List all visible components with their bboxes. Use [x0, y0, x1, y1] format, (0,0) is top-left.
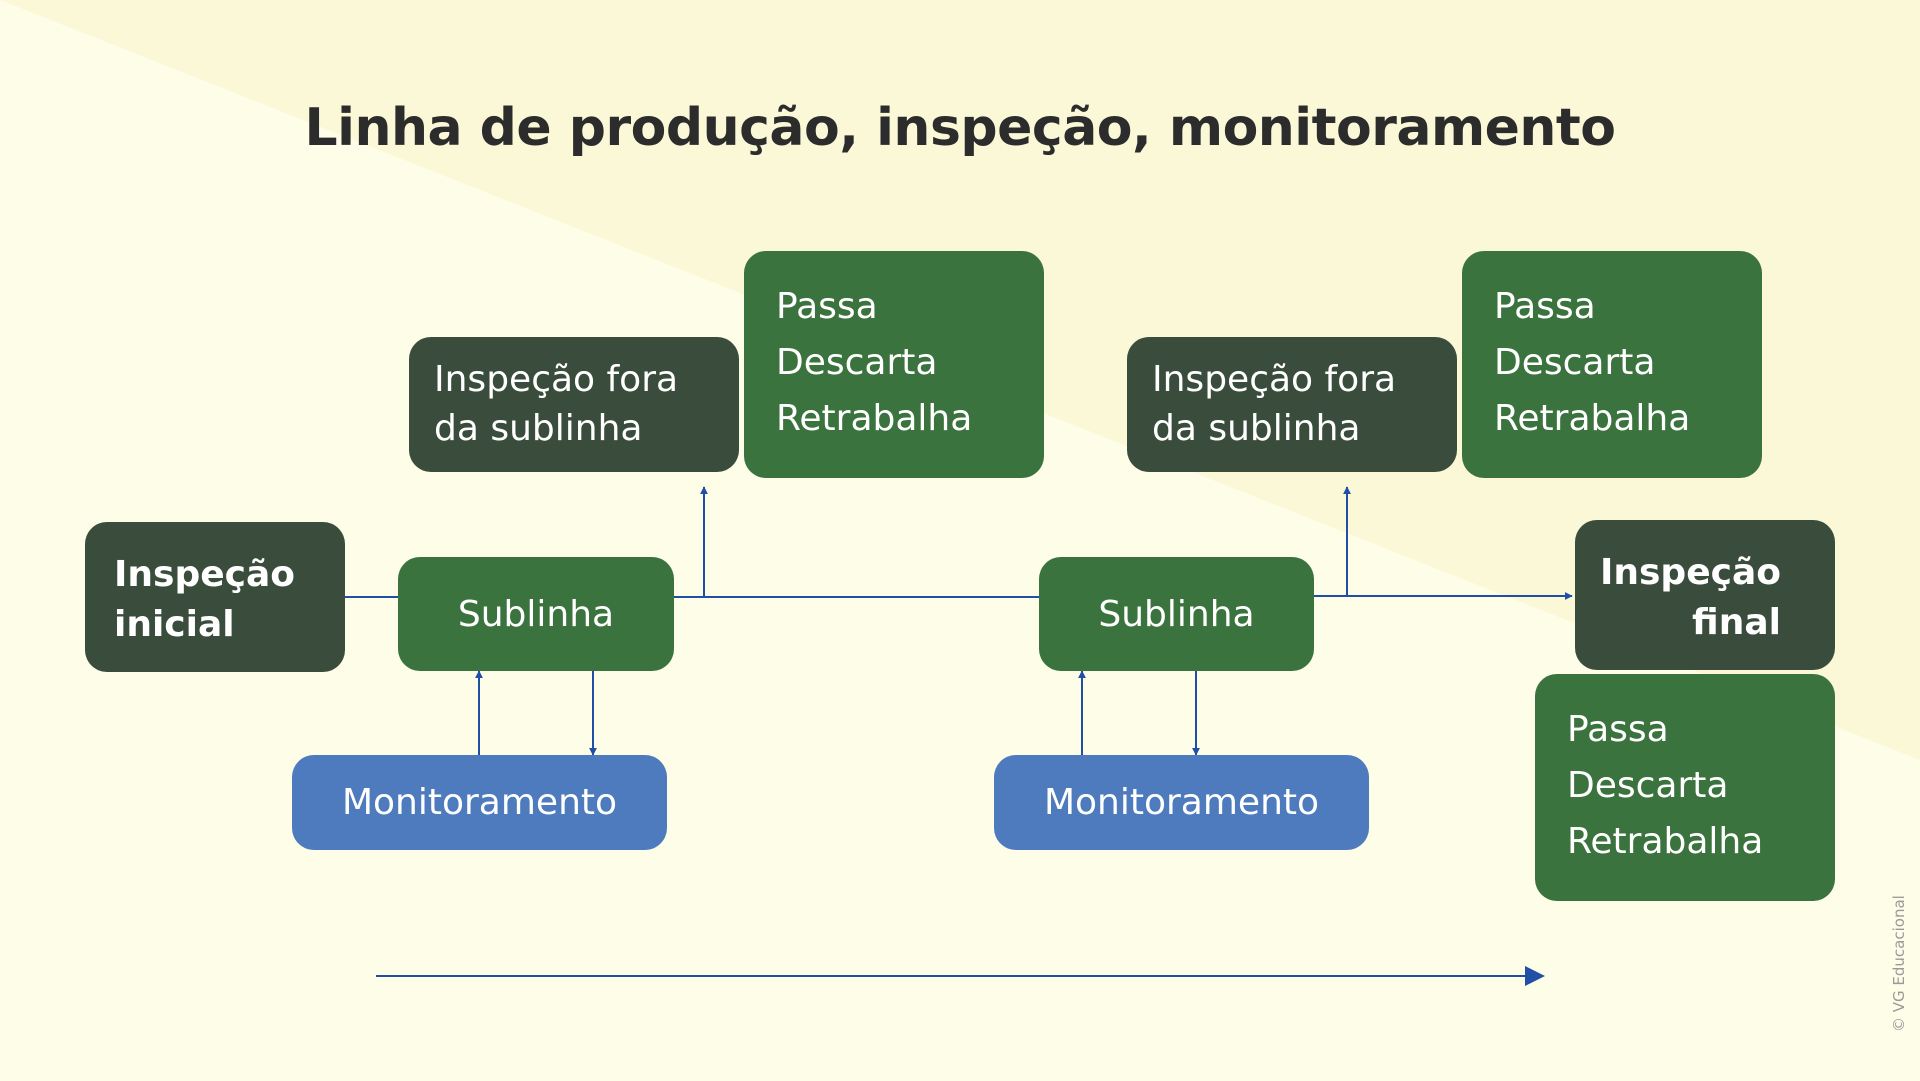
- outcome-descarta: Descarta: [1494, 342, 1656, 383]
- outcome-passa: Passa: [776, 286, 878, 327]
- inspecao-fora-2-box: Inspeção fora da sublinha: [1127, 337, 1457, 472]
- sublinha-1-label: Sublinha: [457, 593, 615, 635]
- outcomes-2-box: Passa Descarta Retrabalha: [1462, 251, 1762, 478]
- outcome-descarta: Descarta: [1567, 765, 1729, 806]
- inspecao-fora-1-line-1: Inspeção fora: [434, 359, 679, 400]
- monitoramento-1-box: Monitoramento: [292, 755, 667, 850]
- outcomes-1-box: Passa Descarta Retrabalha: [744, 251, 1044, 478]
- inspecao-fora-2-line-1: Inspeção fora: [1152, 359, 1397, 400]
- monitoramento-2-box: Monitoramento: [994, 755, 1369, 850]
- outcome-retrabalha: Retrabalha: [1567, 821, 1764, 862]
- outcome-passa: Passa: [1567, 709, 1669, 750]
- inspecao-inicial-line-1: Inspeção: [114, 554, 296, 595]
- sublinha-1-box: Sublinha: [398, 557, 674, 671]
- inspecao-inicial-line-2: inicial: [114, 604, 235, 645]
- inspecao-fora-1-box: Inspeção fora da sublinha: [409, 337, 739, 472]
- inspecao-fora-1-line-2: da sublinha: [434, 408, 643, 449]
- outcomes-final-box: Passa Descarta Retrabalha: [1535, 674, 1835, 901]
- inspecao-inicial-box: Inspeção inicial: [85, 522, 345, 672]
- monitoramento-1-label: Monitoramento: [341, 782, 618, 823]
- inspecao-final-line-2: final: [1692, 602, 1781, 643]
- outcome-passa: Passa: [1494, 286, 1596, 327]
- outcome-retrabalha: Retrabalha: [1494, 398, 1691, 439]
- outcome-descarta: Descarta: [776, 342, 938, 383]
- inspecao-fora-2-line-2: da sublinha: [1152, 408, 1361, 449]
- sublinha-2-label: Sublinha: [1098, 593, 1255, 635]
- copyright-notice: © VG Educacional: [1890, 895, 1908, 1032]
- inspecao-final-box: Inspeção final: [1575, 520, 1835, 670]
- outcome-retrabalha: Retrabalha: [776, 398, 973, 439]
- monitoramento-2-label: Monitoramento: [1043, 782, 1320, 823]
- sublinha-2-box: Sublinha: [1039, 557, 1314, 671]
- page-title: Linha de produção, inspeção, monitoramen…: [304, 98, 1616, 158]
- inspecao-final-line-1: Inspeção: [1599, 552, 1781, 593]
